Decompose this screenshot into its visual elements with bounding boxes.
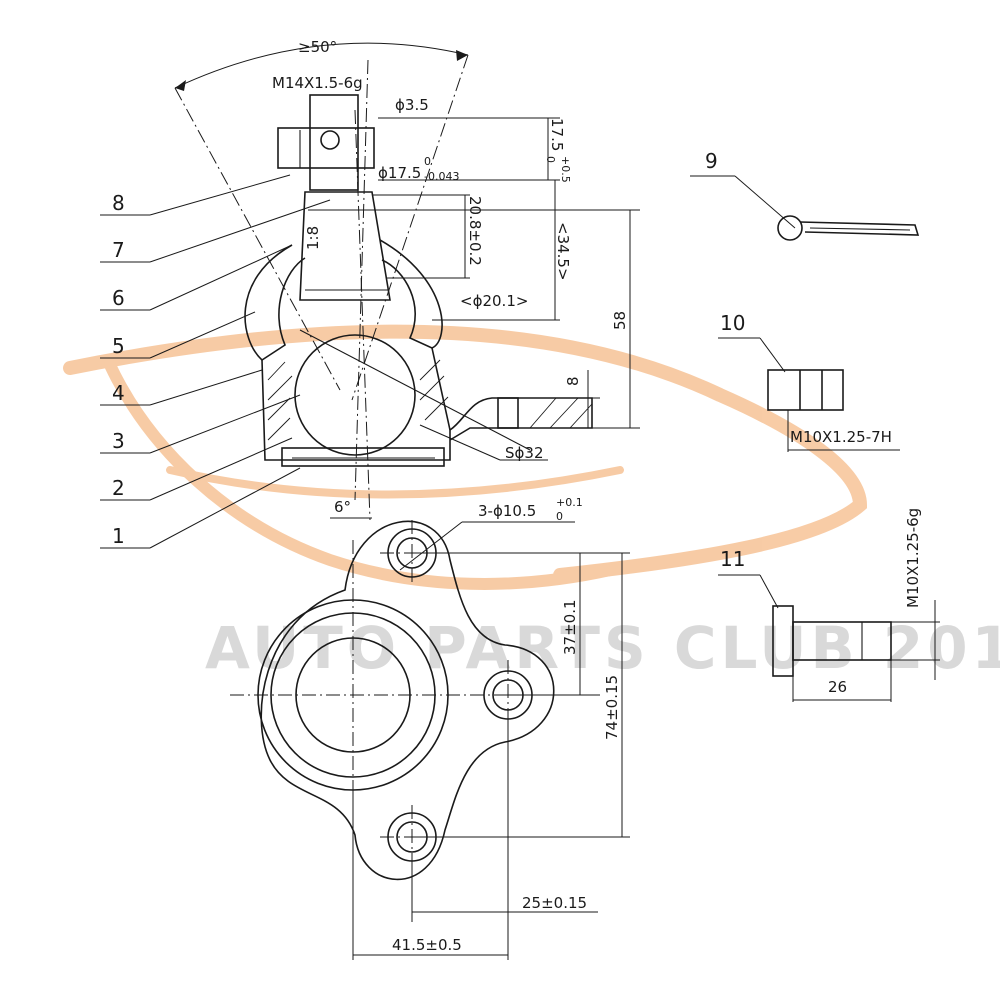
flange-plan-view: [230, 520, 630, 960]
dim-stud-d: ϕ17.5: [378, 164, 421, 182]
callout-1: 1: [112, 524, 125, 548]
callout-2: 2: [112, 476, 125, 500]
callout-9: 9: [705, 149, 718, 173]
dim-taper: 1:8: [304, 226, 322, 250]
callout-3: 3: [112, 429, 125, 453]
part-10-nut: [718, 337, 900, 452]
part-9-cotter-pin: [690, 175, 920, 241]
side-section-view: [100, 42, 640, 549]
callout-10: 10: [720, 311, 745, 335]
callout-6: 6: [112, 286, 125, 310]
dim-h-17-5-tol2: 0: [544, 156, 557, 163]
callout-5: 5: [112, 334, 125, 358]
dim-h-8: 8: [564, 376, 582, 386]
dim-d-20-1: <ϕ20.1>: [460, 292, 528, 310]
dim-holes-tol-up: +0.1: [556, 496, 583, 509]
callout-8: 8: [112, 191, 125, 215]
dim-h-17-5: 17.5: [548, 118, 566, 151]
dim-stud-d-tol-up: 0: [424, 155, 431, 168]
dim-angle-6: 6°: [334, 498, 351, 516]
part-11-bolt: [718, 574, 940, 702]
dim-angle: ≥50°: [298, 38, 337, 56]
watermark-logo: [63, 324, 868, 590]
dim-bolt-thread: M10X1.25-6g: [904, 508, 922, 608]
dim-h-34-5: <34.5>: [554, 222, 572, 281]
dim-h-20-8: 20.8±0.2: [466, 196, 484, 266]
callout-7: 7: [112, 238, 125, 262]
dim-h-17-5-tol: +0.5: [559, 156, 572, 183]
dim-h-58: 58: [611, 311, 629, 330]
watermark-text: AUTO PARTS CLUB 2018: [205, 614, 1000, 682]
dim-stud-d-tol-low: -0.043: [424, 170, 459, 183]
dim-holes: 3-ϕ10.5: [478, 502, 536, 520]
dim-bolt-len: 26: [828, 678, 847, 696]
dim-41-5: 41.5±0.5: [392, 936, 462, 954]
dim-nut-thread: M10X1.25-7H: [790, 428, 892, 446]
dim-25: 25±0.15: [522, 894, 587, 912]
dim-holes-tol-low: 0: [556, 510, 563, 523]
dim-37: 37±0.1: [561, 599, 579, 655]
dim-thread-stud: M14X1.5-6g: [272, 74, 363, 92]
dim-sphere: Sϕ32: [505, 444, 544, 462]
dim-74: 74±0.15: [603, 675, 621, 740]
callout-11: 11: [720, 547, 745, 571]
dim-hole-d: ϕ3.5: [395, 96, 429, 114]
callout-4: 4: [112, 381, 125, 405]
